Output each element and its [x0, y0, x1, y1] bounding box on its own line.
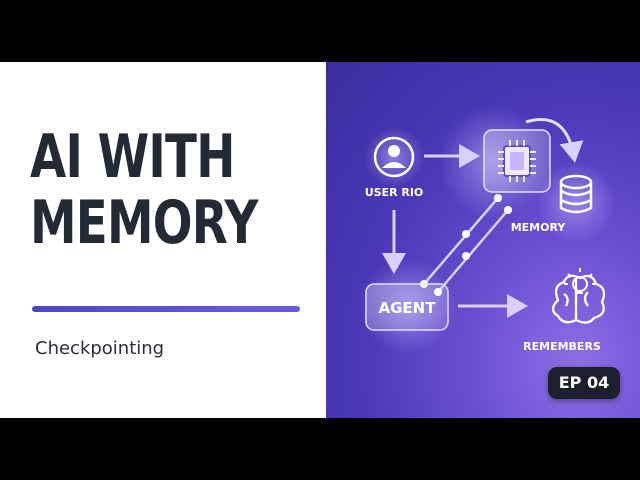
right-panel: USER RIO	[326, 62, 640, 418]
chip-icon	[483, 129, 551, 193]
remembers-label: REMEMBERS	[523, 340, 601, 353]
title-underline	[32, 306, 300, 312]
user-label: USER RIO	[365, 186, 424, 199]
brain-icon	[551, 274, 606, 324]
thumbnail-title: AI WITH MEMORY	[30, 122, 258, 258]
agent-box	[365, 283, 449, 331]
database-glow	[536, 162, 616, 242]
thumbnail[interactable]: AI WITH MEMORY Checkpointing	[0, 62, 640, 418]
left-panel: AI WITH MEMORY Checkpointing	[0, 62, 326, 418]
thumbnail-subtitle: Checkpointing	[35, 338, 165, 359]
episode-badge: EP 04	[548, 367, 620, 399]
database-icon	[559, 174, 593, 214]
agent-label: AGENT	[379, 299, 437, 317]
title-line-2: MEMORY	[30, 188, 258, 258]
title-line-1: AI WITH	[30, 122, 235, 192]
lightbulb-icon	[564, 268, 596, 294]
letterbox-bottom	[0, 418, 640, 480]
memory-diagram: USER RIO	[360, 106, 616, 355]
memory-label: MEMORY	[511, 221, 567, 234]
cycle-arrow-icon	[525, 118, 584, 163]
user-icon	[373, 136, 415, 178]
letterbox-top	[0, 0, 640, 62]
